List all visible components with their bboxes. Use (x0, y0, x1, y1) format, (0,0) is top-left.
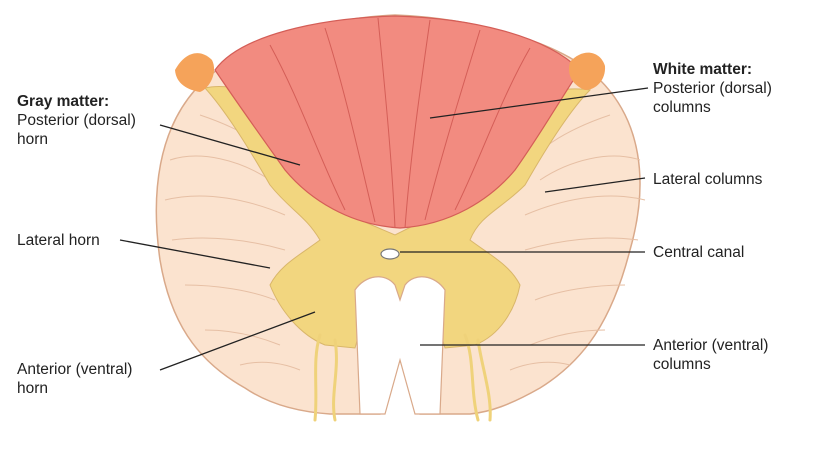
posterior-horn-line1: Posterior (dorsal) (17, 112, 136, 129)
anterior-columns-line2: columns (653, 356, 711, 373)
dorsal-columns-region (214, 15, 581, 229)
leader-lines (119, 87, 649, 371)
label-anterior-horn: Anterior (ventral) horn (17, 360, 132, 398)
label-posterior-horn: Gray matter: Posterior (dorsal) horn (17, 92, 136, 149)
posterior-columns-line2: columns (653, 99, 711, 116)
label-posterior-columns: White matter: Posterior (dorsal) columns (653, 60, 772, 117)
gray-matter-heading: Gray matter: (17, 93, 110, 110)
leader-posterior-columns (429, 87, 649, 119)
anterior-horn-line2: horn (17, 380, 49, 397)
posterior-columns-line1: Posterior (dorsal) (653, 80, 772, 97)
dorsal-root-tuft-left (175, 53, 215, 92)
central-canal (380, 248, 400, 260)
central-canal-text: Central canal (653, 244, 745, 261)
dorsal-column-fibers (269, 17, 531, 229)
ventral-root-fibers (313, 333, 492, 422)
label-anterior-columns: Anterior (ventral) columns (653, 336, 768, 374)
anterior-median-fissure (354, 276, 446, 415)
dorsal-root-tuft-right (568, 52, 606, 90)
label-lateral-horn: Lateral horn (17, 231, 100, 250)
lateral-horn-text: Lateral horn (17, 232, 100, 249)
leader-anterior-horn (159, 311, 316, 371)
label-central-canal: Central canal (653, 243, 744, 262)
label-lateral-columns: Lateral columns (653, 170, 762, 189)
white-matter-heading: White matter: (653, 61, 753, 78)
posterior-horn-line2: horn (17, 131, 49, 148)
lateral-columns-text: Lateral columns (653, 171, 763, 188)
anterior-columns-line1: Anterior (ventral) (653, 337, 769, 354)
leader-lateral-horn (119, 239, 271, 269)
leader-lateral-columns (544, 177, 646, 193)
leader-posterior-horn (159, 124, 301, 166)
anterior-horn-line1: Anterior (ventral) (17, 361, 133, 378)
